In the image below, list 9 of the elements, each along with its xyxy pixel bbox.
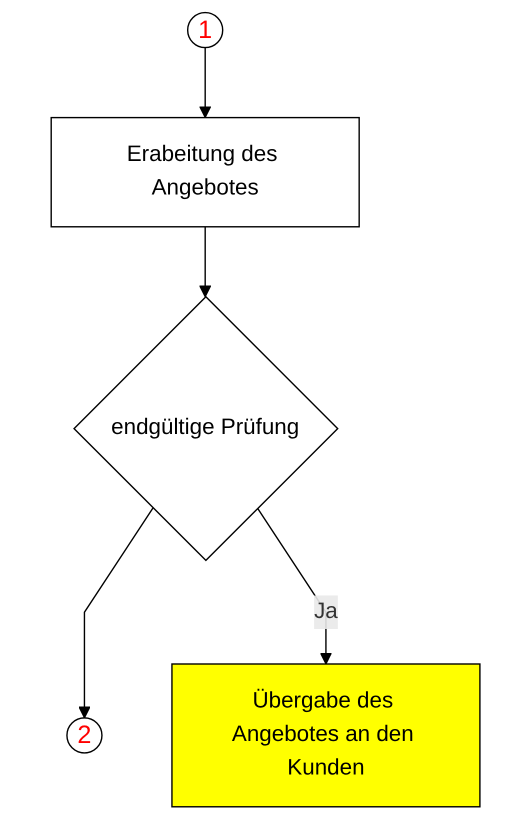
node-circle: 1 (187, 12, 224, 48)
node-box: Erabeitung des Angebotes (50, 116, 360, 228)
node-circle: 2 (66, 717, 104, 754)
arrow (78, 508, 154, 718)
node-diamond: endgültige Prüfung (74, 296, 340, 562)
node-box: Übergabe des Angebotes an den Kunden (172, 663, 482, 808)
edge-label: Ja (314, 600, 338, 624)
arrow (199, 48, 212, 118)
arrow (199, 226, 212, 298)
